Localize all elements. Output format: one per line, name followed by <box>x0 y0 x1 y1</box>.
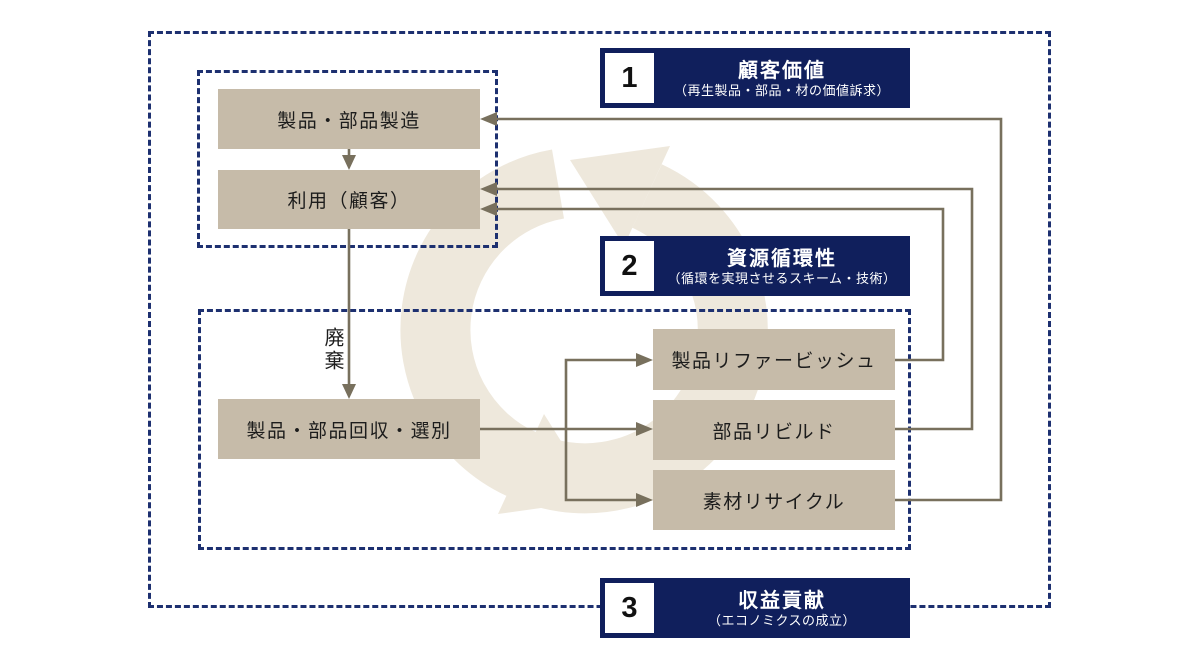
arrow-manufacture-to-use <box>342 155 356 170</box>
disposal-label: 廃棄 <box>321 327 343 373</box>
label-1-subtitle: （再生製品・部品・材の価値訴求） <box>673 82 890 98</box>
node-part-rebuild: 部品リビルド <box>653 400 895 460</box>
arrow-refurbish-to-use <box>480 202 497 216</box>
label-3-text: 収益貢献 （エコノミクスの成立） <box>654 589 910 628</box>
label-2-text: 資源循環性 （循環を実現させるスキーム・技術） <box>654 247 910 286</box>
node-collection-sorting: 製品・部品回収・選別 <box>218 399 480 459</box>
label-1-number: 1 <box>605 53 654 103</box>
arrow-into-refurbish <box>636 353 653 367</box>
label-2-subtitle: （循環を実現させるスキーム・技術） <box>667 270 897 286</box>
arrow-disposal-to-collection <box>342 384 356 399</box>
outer-boundary <box>148 31 1051 608</box>
label-1-text: 顧客価値 （再生製品・部品・材の価値訴求） <box>654 59 910 98</box>
label-2-number: 2 <box>605 241 654 291</box>
node-product-refurbish: 製品リファービッシュ <box>653 329 895 390</box>
watermark-arrowhead-top <box>570 146 670 246</box>
arrow-into-recycle <box>636 493 653 507</box>
region-customer-value <box>197 70 498 248</box>
node-material-recycle: 素材リサイクル <box>653 470 895 530</box>
arrow-rebuild-to-use <box>480 182 497 196</box>
label-3-title: 収益貢献 <box>738 589 826 612</box>
label-2-title: 資源循環性 <box>727 247 837 270</box>
label-3-profit-contribution: 3 収益貢献 （エコノミクスの成立） <box>600 578 910 638</box>
label-1-customer-value: 1 顧客価値 （再生製品・部品・材の価値訴求） <box>600 48 910 108</box>
label-3-subtitle: （エコノミクスの成立） <box>707 612 857 628</box>
label-3-number: 3 <box>605 583 654 633</box>
arrow-recycle-to-manufacture <box>480 112 497 126</box>
node-use-customer: 利用（顧客） <box>218 170 480 229</box>
label-2-resource-circulation: 2 資源循環性 （循環を実現させるスキーム・技術） <box>600 236 910 296</box>
watermark-arrowhead-bottom <box>498 414 598 514</box>
label-1-title: 顧客価値 <box>738 59 826 82</box>
node-product-part-manufacturing: 製品・部品製造 <box>218 89 480 149</box>
arrow-into-rebuild <box>636 422 653 436</box>
